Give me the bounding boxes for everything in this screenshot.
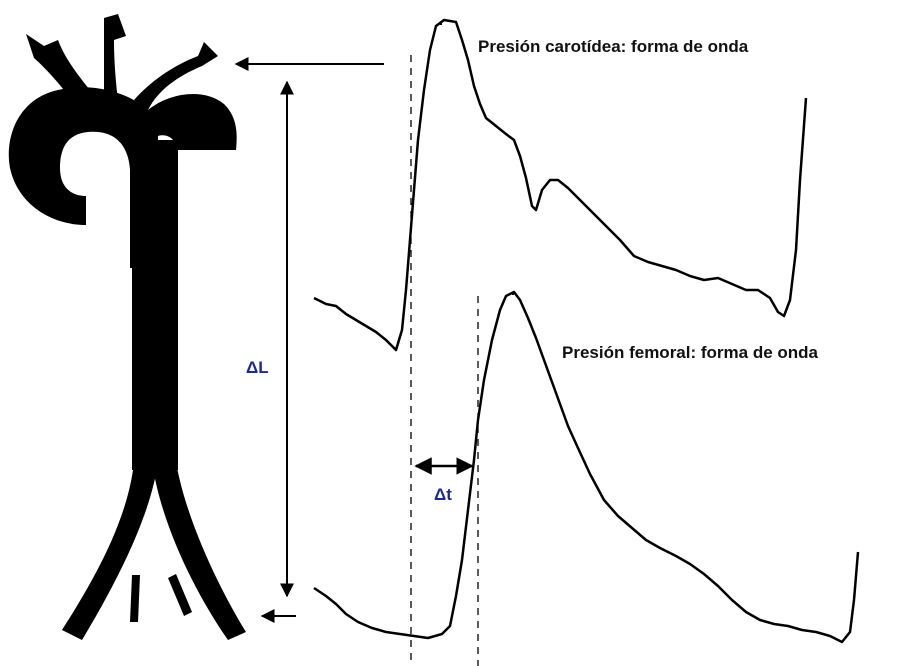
femoral-waveform (313, 290, 860, 644)
branch-left (26, 34, 96, 108)
carotid-waveform (313, 18, 808, 352)
femoral-title: Presión femoral: forma de onda (562, 343, 819, 362)
delta-t-label: Δt (434, 485, 452, 504)
aorta-silhouette (8, 14, 246, 640)
sub-branch-right (168, 574, 192, 616)
descending-aorta (132, 140, 178, 470)
sub-branch-left (130, 575, 140, 622)
branch-right (134, 42, 218, 110)
right-iliac (152, 462, 246, 640)
carotid-title: Presión carotídea: forma de onda (478, 37, 749, 56)
delta-l-label: ΔL (246, 358, 269, 377)
aortic-arch (8, 87, 237, 268)
left-iliac (62, 462, 158, 640)
branch-middle (104, 14, 126, 100)
